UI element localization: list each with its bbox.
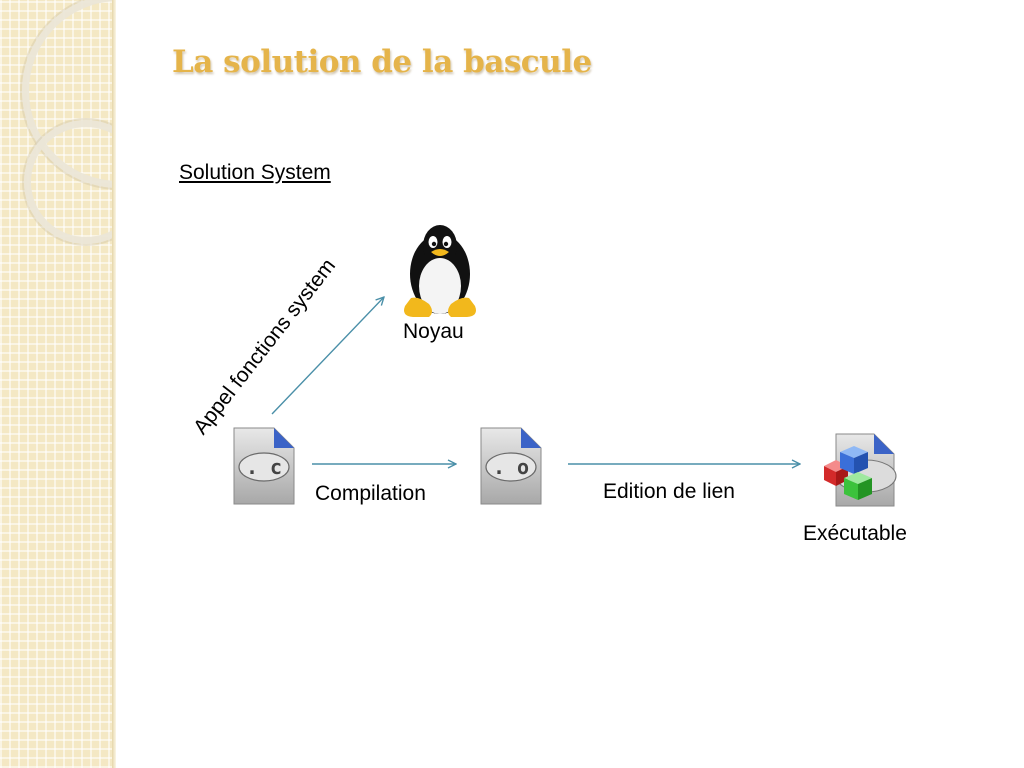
executable-label: Exécutable [803,522,907,545]
link-label: Edition de lien [603,480,735,503]
slide-subtitle: Solution System [179,161,331,184]
kernel-label: Noyau [403,320,464,343]
sidebar-decoration [0,0,112,768]
c-file-ext: . c [246,455,282,479]
c-source-file-icon: . c [228,426,298,508]
object-file-icon: . o [475,426,545,508]
executable-cubes-icon [820,432,902,508]
decorative-ring-bottom [24,120,112,244]
syscall-arrow [271,297,384,415]
sidebar-edge [112,0,116,768]
slide-title: La solution de la bascule [172,44,592,80]
tux-penguin-icon [399,222,481,320]
o-file-ext: . o [493,455,529,479]
compile-label: Compilation [315,482,426,505]
